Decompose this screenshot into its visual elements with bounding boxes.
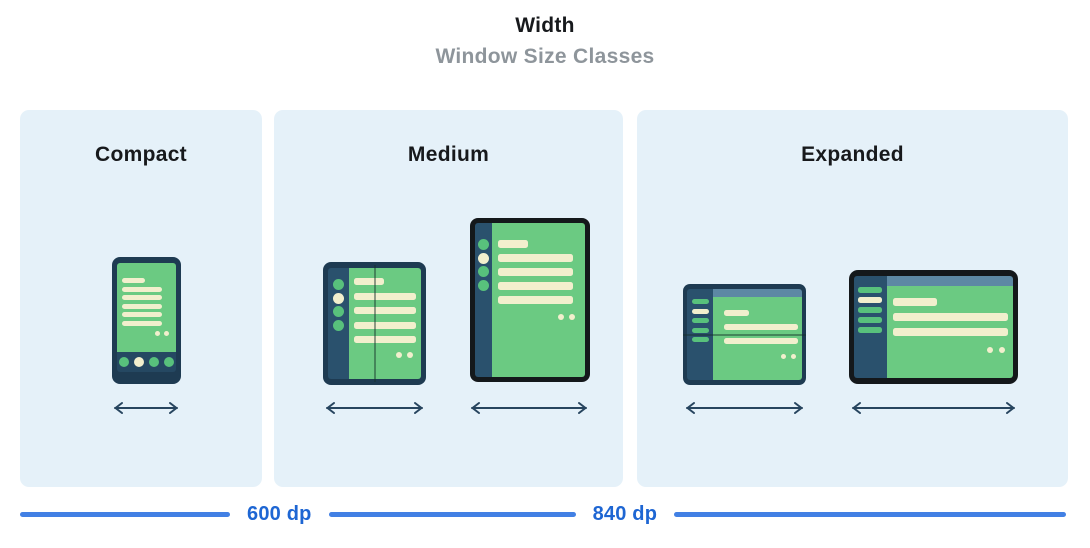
nav-dot xyxy=(149,357,159,367)
text-line xyxy=(498,282,573,290)
text-line xyxy=(893,313,1008,321)
text-line xyxy=(122,312,162,317)
content-screen xyxy=(713,297,802,380)
phone-navbar xyxy=(117,352,176,372)
rail-dot xyxy=(333,319,344,331)
app-bar xyxy=(887,276,1013,286)
nav-dot xyxy=(134,357,144,367)
content-dot xyxy=(396,351,402,358)
text-line xyxy=(122,303,162,309)
text-line xyxy=(893,328,1008,336)
content-dot xyxy=(558,314,564,320)
content-dots xyxy=(724,354,802,359)
rail-dot xyxy=(333,292,344,304)
menu-line xyxy=(858,327,882,333)
text-line xyxy=(122,286,162,292)
content-dots xyxy=(498,314,585,320)
text-line xyxy=(122,295,162,300)
text-line xyxy=(893,298,937,306)
foldable-screen xyxy=(349,268,421,379)
width-arrow-icon xyxy=(849,400,1018,416)
text-line xyxy=(498,240,528,248)
sidebar xyxy=(687,289,713,380)
panel-expanded: Expanded xyxy=(637,110,1068,487)
menu-line-selected xyxy=(858,297,882,303)
fold-crease xyxy=(683,334,806,336)
width-arrow-icon xyxy=(468,400,590,416)
menu-line-selected xyxy=(692,308,709,314)
foldable-portrait-illustration xyxy=(323,262,426,385)
figure-subtitle: Window Size Classes xyxy=(435,45,655,68)
text-line xyxy=(122,278,145,283)
text-line xyxy=(498,268,573,276)
fold-crease xyxy=(373,265,376,382)
menu-line xyxy=(858,307,882,313)
nav-dot xyxy=(119,357,129,367)
ruler-segment xyxy=(674,511,1066,517)
main-pane xyxy=(713,289,802,380)
text-line xyxy=(724,324,798,330)
panel-compact-title: Compact xyxy=(95,143,187,166)
menu-line xyxy=(692,299,709,304)
content-dot xyxy=(999,347,1005,353)
menu-line xyxy=(692,318,709,323)
width-arrow-icon xyxy=(683,400,806,416)
panel-compact: Compact xyxy=(20,110,262,487)
menu-line xyxy=(858,317,882,323)
content-screen xyxy=(887,286,1013,378)
content-dot xyxy=(155,331,160,336)
text-line xyxy=(354,278,384,285)
panel-medium-title: Medium xyxy=(407,143,490,166)
phone-screen xyxy=(117,263,176,352)
tablet-screen xyxy=(492,223,585,377)
tablet-landscape-illustration xyxy=(849,270,1018,384)
text-line xyxy=(724,310,749,316)
content-dots xyxy=(354,351,421,358)
panel-expanded-title: Expanded xyxy=(801,143,904,166)
phone-portrait-illustration xyxy=(112,257,181,384)
ruler-segment xyxy=(20,511,230,517)
main-pane xyxy=(887,276,1013,378)
text-line xyxy=(354,292,416,300)
sidebar xyxy=(854,276,887,378)
rail-dot xyxy=(478,239,489,250)
content-dot xyxy=(164,331,169,336)
rail-dot xyxy=(478,279,489,291)
content-dot xyxy=(569,314,575,320)
content-dot xyxy=(987,347,993,353)
menu-line xyxy=(858,287,882,293)
content-dots xyxy=(893,347,1013,353)
panel-medium: Medium xyxy=(274,110,623,487)
menu-line xyxy=(692,327,709,333)
breakpoint-840dp-label: 840 dp xyxy=(592,503,658,525)
dp-breakpoint-ruler: 600 dp 840 dp xyxy=(20,502,1066,526)
nav-rail xyxy=(328,268,349,379)
width-arrow-icon xyxy=(111,400,181,416)
width-arrow-icon xyxy=(323,400,426,416)
text-line xyxy=(354,307,416,314)
foldable-landscape-illustration xyxy=(683,284,806,385)
content-dots xyxy=(122,331,172,336)
menu-line xyxy=(692,337,709,342)
text-line xyxy=(498,254,573,262)
figure-title: Width xyxy=(515,14,575,37)
text-line xyxy=(498,296,573,304)
rail-dot xyxy=(333,306,344,317)
text-line xyxy=(354,321,416,329)
app-bar xyxy=(713,289,802,297)
content-dot xyxy=(781,354,786,359)
breakpoint-600dp-label: 600 dp xyxy=(247,503,312,525)
rail-dot xyxy=(478,252,489,264)
text-line xyxy=(724,338,798,344)
tablet-portrait-illustration xyxy=(470,218,590,382)
ruler-segment xyxy=(328,511,576,517)
content-dot xyxy=(407,351,413,358)
nav-dot xyxy=(164,357,174,367)
rail-dot xyxy=(478,266,489,277)
text-line xyxy=(354,336,416,343)
content-dot xyxy=(791,354,796,359)
nav-rail xyxy=(475,223,492,377)
text-line xyxy=(122,320,162,326)
rail-dot xyxy=(333,279,344,290)
